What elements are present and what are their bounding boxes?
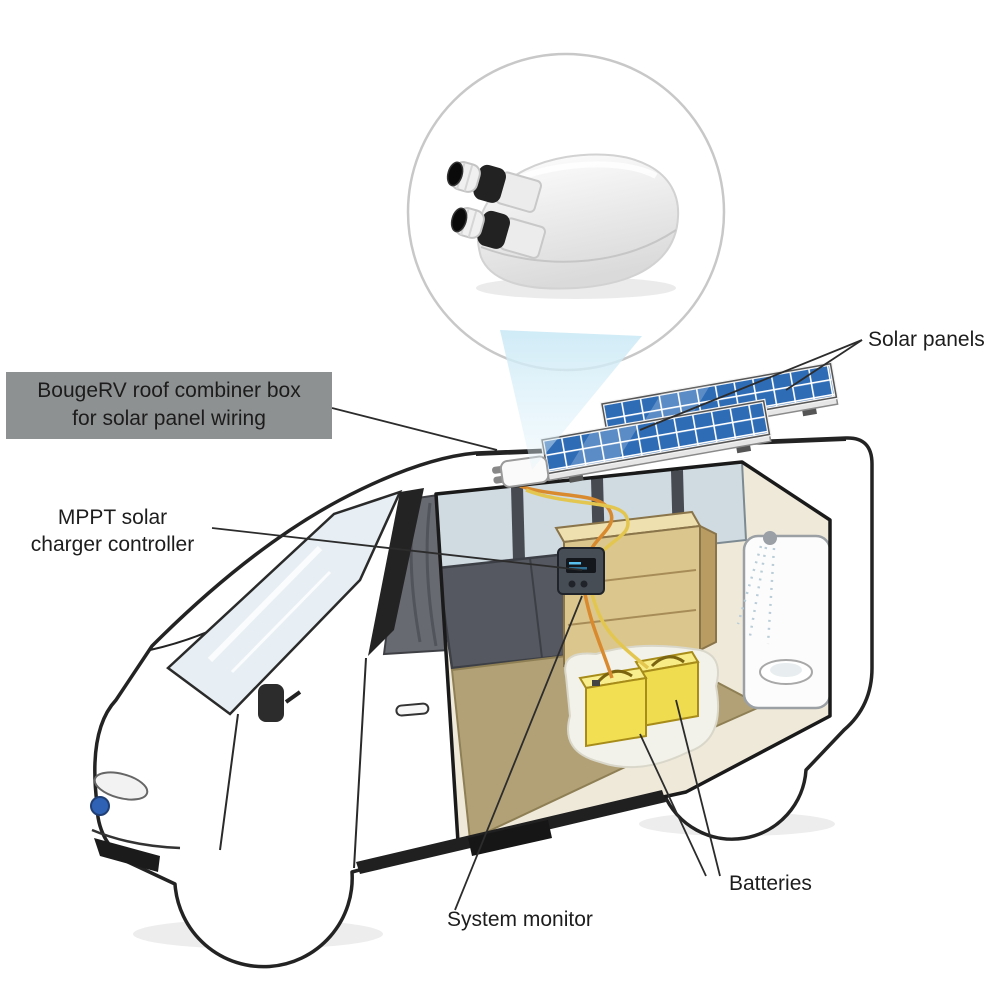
leader-mppt [211, 527, 583, 571]
battery-front [578, 666, 648, 748]
label-solar-panels: Solar panels [868, 328, 985, 351]
solar-panel-front [539, 398, 772, 483]
side-mirror [258, 684, 284, 722]
mppt-controller [557, 547, 605, 595]
leader-solar-front [639, 339, 863, 431]
leader-lines [211, 339, 863, 911]
headlight [93, 771, 149, 801]
cable-gland-top [446, 161, 542, 213]
combiner-label-line1: BougeRV roof combiner box [37, 379, 301, 402]
label-combiner-box: BougeRV roof combiner box for solar pane… [6, 372, 332, 439]
leader-battery-rear [675, 699, 721, 877]
callout-beam [500, 330, 642, 470]
battery-rear [634, 650, 700, 728]
label-mppt-controller: MPPT solar charger controller [10, 504, 215, 558]
exterior-details [90, 657, 666, 874]
combiner-label-line2: for solar panel wiring [72, 407, 266, 430]
step [468, 820, 552, 856]
shower-head [763, 531, 777, 545]
bathroom [736, 531, 830, 710]
mppt-label-line2: charger controller [30, 533, 195, 556]
front-lower-trim [94, 838, 160, 872]
door-handle [395, 702, 430, 717]
label-system-monitor: System monitor [447, 908, 593, 931]
label-batteries: Batteries [729, 872, 812, 895]
leader-system-monitor [454, 595, 583, 911]
leader-combiner [331, 407, 498, 451]
leader-battery-front [639, 733, 707, 877]
wiring [519, 484, 650, 679]
cable-gland-bottom [450, 207, 546, 259]
brand-badge [90, 796, 110, 816]
windshield [166, 488, 424, 716]
leader-solar-rear [785, 339, 863, 391]
combiner-product-photo [446, 153, 680, 299]
a-pillar [368, 488, 424, 656]
mppt-label-line1: MPPT solar [57, 506, 168, 529]
